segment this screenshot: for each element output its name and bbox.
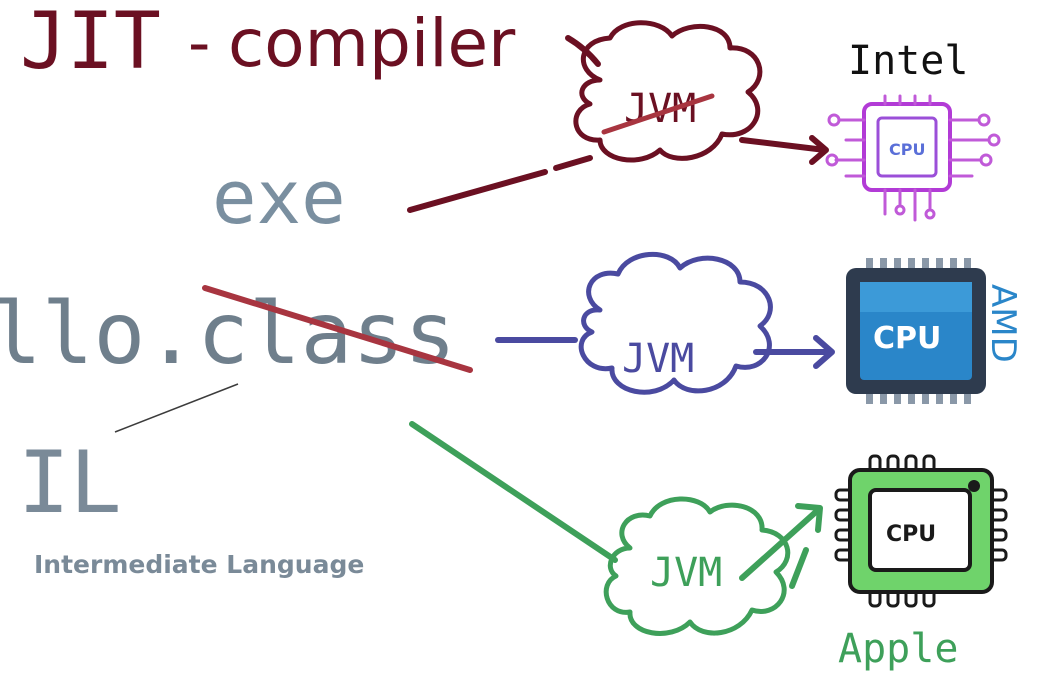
exe-to-cloud-line-b: [553, 155, 593, 171]
class-to-apple-cloud-line: [409, 421, 618, 563]
jvm-label-intel: JVM: [624, 86, 696, 132]
jvm-label-amd: JVM: [622, 336, 694, 382]
il-full-label: Intermediate Language: [34, 550, 364, 579]
amd-cpu-text: CPU: [873, 321, 941, 356]
amd-cpu-icon: CPU AMD: [846, 258, 1023, 404]
svg-text:CPU: CPU: [889, 140, 925, 159]
exe-to-cloud-line-a: [407, 169, 548, 213]
intel-label: Intel: [848, 38, 968, 84]
jvm-intel-strike: [601, 93, 715, 135]
jvm-cloud-apple: JVM: [603, 496, 791, 636]
title-jit: JIT: [20, 0, 161, 87]
intel-arrow-head: [809, 135, 829, 165]
apple-arrow-tail: [789, 547, 809, 589]
apple-arrow-head: [795, 503, 823, 533]
apple-arrow: [739, 507, 821, 581]
intel-arrow: [739, 137, 828, 153]
il-pointer-line: [114, 383, 239, 433]
amd-label: AMD: [983, 284, 1023, 363]
title-compiler: compiler: [228, 5, 516, 82]
title: JIT - compiler: [20, 0, 516, 87]
intel-cpu-icon: Intel CPU: [825, 38, 1001, 222]
class-strike-line: [202, 285, 473, 373]
title-dash: -: [188, 6, 210, 79]
il-label: IL: [18, 433, 122, 533]
jvm-label-apple: JVM: [650, 550, 722, 596]
apple-label: Apple: [838, 626, 958, 672]
jvm-cloud-amd: JVM: [578, 252, 773, 395]
apple-cpu-text: CPU: [886, 522, 936, 547]
amd-arrow-head: [813, 335, 835, 369]
class-file-label: llo.class: [0, 284, 456, 384]
jvm-cloud-intel: JVM: [573, 20, 763, 163]
exe-label: exe: [212, 155, 346, 241]
apple-cpu-icon: CPU Apple: [834, 454, 1008, 672]
